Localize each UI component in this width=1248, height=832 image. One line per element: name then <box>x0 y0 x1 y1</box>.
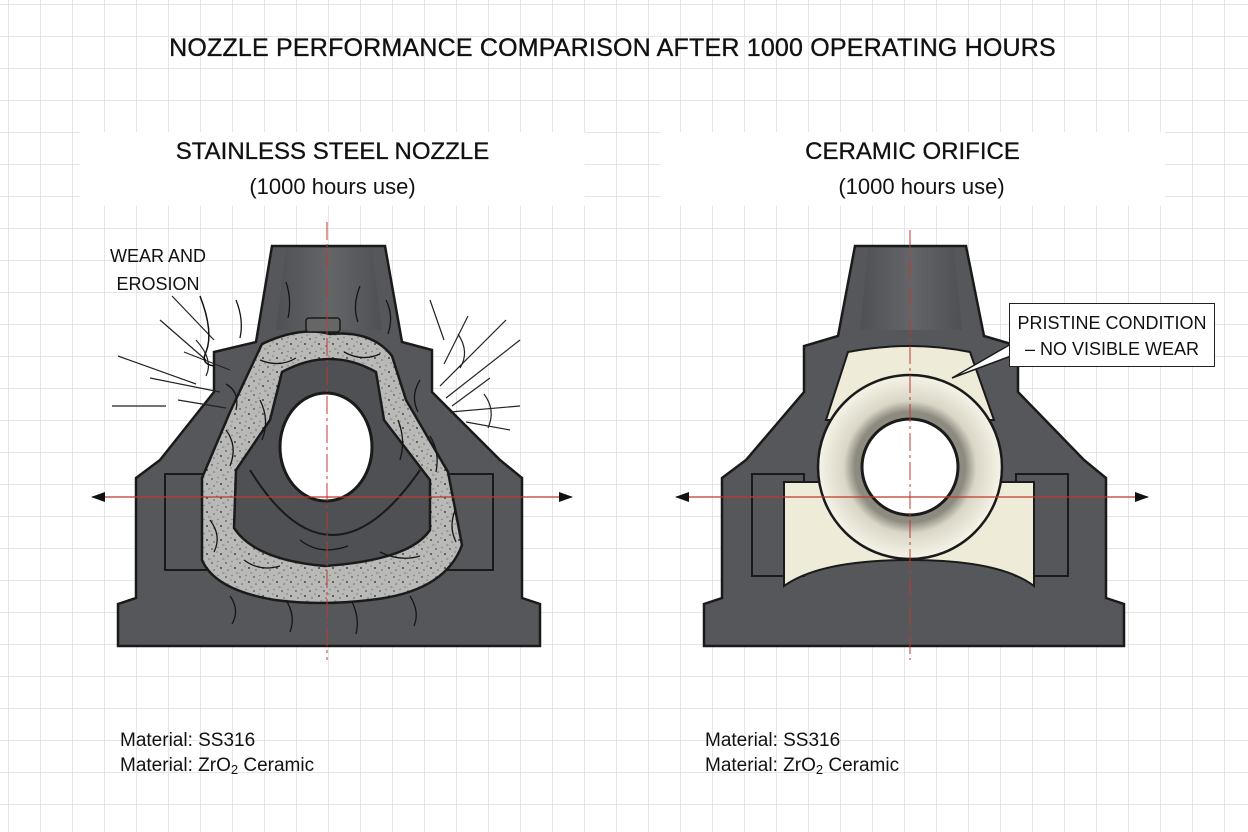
callout-leader-left <box>199 295 215 367</box>
ceramic-nozzle-shaft <box>860 248 962 330</box>
pristine-callout-line2: – NO VISIBLE WEAR <box>1024 339 1200 359</box>
page-title: NOZZLE PERFORMANCE COMPARISON AFTER 1000… <box>169 34 1056 62</box>
right-material-notes: Material: SS316 Material: ZrO2 Ceramic <box>705 728 899 782</box>
pristine-callout-line1: PRISTINE CONDITION <box>1017 313 1207 333</box>
left-panel-title: STAINLESS STEEL NOZZLE <box>175 138 490 165</box>
right-material-line2: Material: ZrO2 Ceramic <box>705 755 900 777</box>
erosion-lines <box>112 295 521 431</box>
pristine-callout-box: PRISTINE CONDITION – NO VISIBLE WEAR <box>1009 303 1215 367</box>
left-material-line2: Material: ZrO2 Ceramic <box>120 755 315 777</box>
right-material-line1: Material: SS316 <box>705 730 841 751</box>
right-panel-header: CERAMIC ORIFICE (1000 hours use) <box>660 132 1165 206</box>
right-panel-subtitle: (1000 hours use) <box>838 174 1005 199</box>
right-panel-title: CERAMIC ORIFICE <box>805 138 1020 165</box>
ceramic-nozzle-drawing <box>675 230 1149 660</box>
steel-orifice <box>278 391 374 503</box>
steel-nozzle-drawing <box>91 222 573 660</box>
erosion-cracks <box>209 281 457 635</box>
left-panel-header: STAINLESS STEEL NOZZLE (1000 hours use) <box>80 132 585 206</box>
left-material-notes: Material: SS316 Material: ZrO2 Ceramic <box>120 728 314 782</box>
left-panel-subtitle: (1000 hours use) <box>249 174 416 199</box>
left-material-line1: Material: SS316 <box>120 730 256 751</box>
